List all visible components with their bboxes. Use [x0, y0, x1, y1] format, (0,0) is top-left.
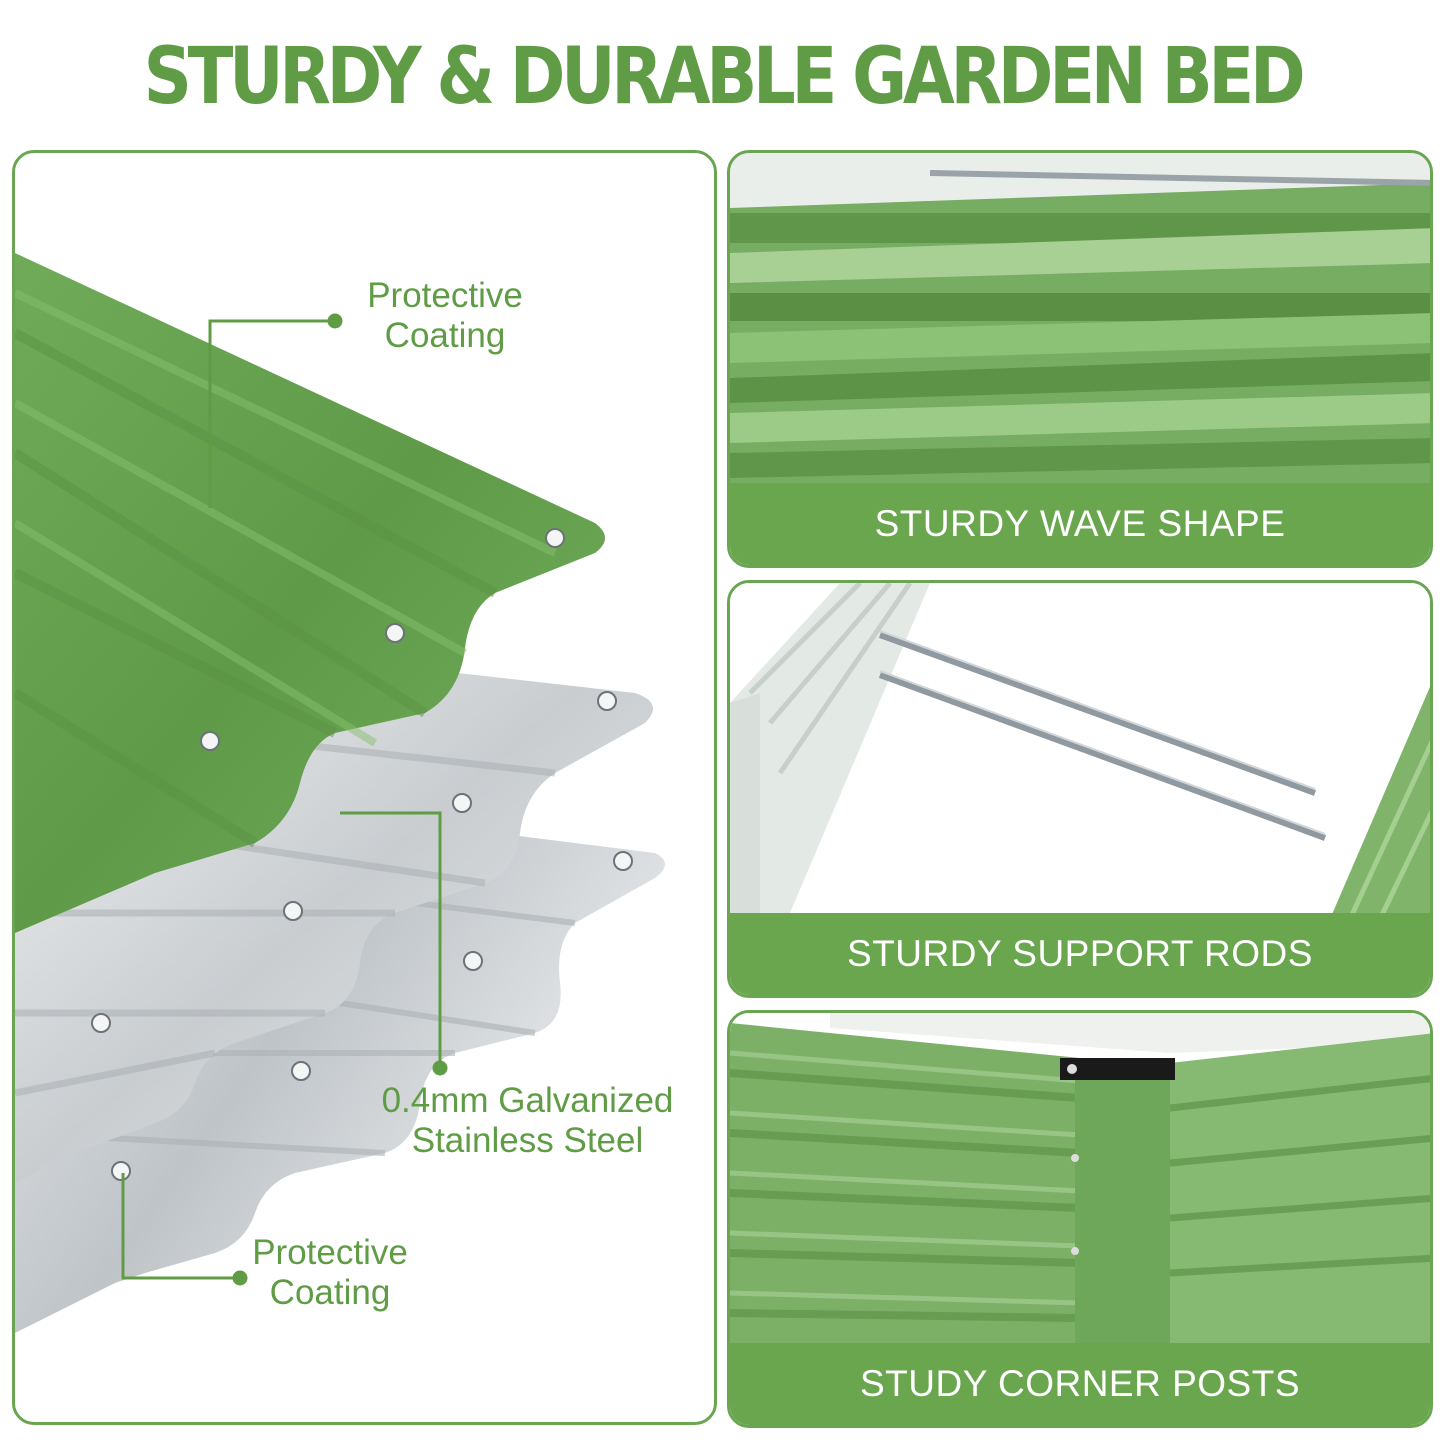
label-line: Coating	[384, 316, 506, 355]
label-line: Coating	[269, 1273, 391, 1312]
support-rods-panel: STURDY SUPPORT RODS	[727, 580, 1433, 998]
label-line: 0.4mm Galvanized	[381, 1081, 674, 1120]
bolt-holes	[91, 528, 633, 1181]
callout-lines	[121, 313, 448, 1286]
layered-sheet-illustration	[15, 253, 665, 1333]
wave-shape-panel: STURDY WAVE SHAPE	[727, 150, 1433, 568]
page-title: STURDY & DURABLE GARDEN BED	[143, 32, 1306, 122]
protective-coating-bottom-label: Protective Coating	[230, 1233, 430, 1313]
top-green-sheet	[15, 253, 605, 933]
wave-shape-photo	[730, 153, 1430, 489]
layers-panel: Protective Coating 0.4mm Galvanized Stai…	[12, 150, 717, 1425]
wave-shape-caption: STURDY WAVE SHAPE	[730, 483, 1430, 565]
protective-coating-top-label: Protective Coating	[345, 276, 545, 356]
corner-posts-panel: STUDY CORNER POSTS	[727, 1010, 1433, 1428]
support-rods-photo	[730, 583, 1430, 919]
corner-posts-photo	[730, 1013, 1430, 1349]
label-line: Protective	[367, 276, 523, 315]
label-line: Stainless Steel	[411, 1121, 644, 1160]
corner-posts-caption: STUDY CORNER POSTS	[730, 1343, 1430, 1425]
steel-thickness-label: 0.4mm Galvanized Stainless Steel	[355, 1081, 700, 1161]
support-rods-caption: STURDY SUPPORT RODS	[730, 913, 1430, 995]
label-line: Protective	[252, 1233, 408, 1272]
